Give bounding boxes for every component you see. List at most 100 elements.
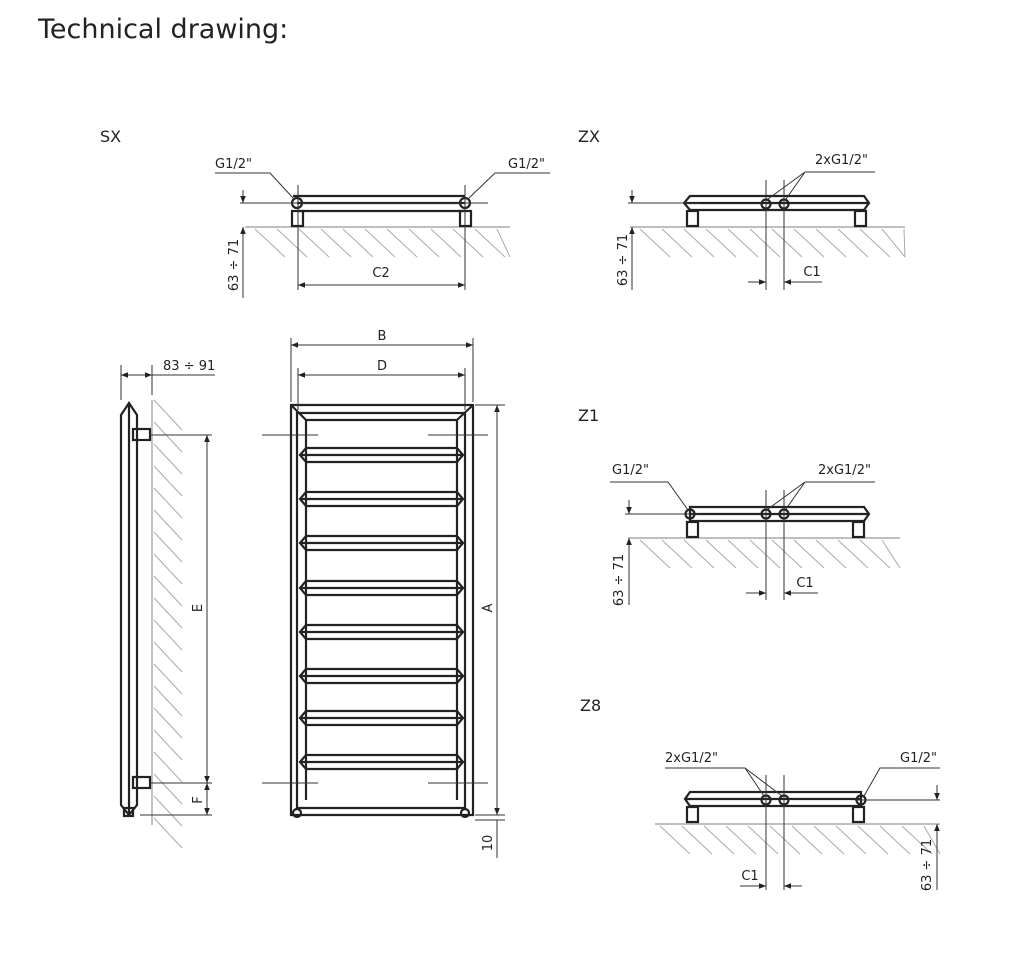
dim-height: 63 ÷ 71 bbox=[227, 239, 242, 291]
radiator-side bbox=[119, 401, 139, 817]
hatch-line bbox=[153, 487, 183, 519]
hatch-line bbox=[857, 825, 889, 855]
view-label-z1: Z1 bbox=[578, 406, 599, 425]
towel-bar bbox=[298, 623, 465, 641]
conn-right-label: G1/2" bbox=[900, 751, 937, 766]
conn-pair-label: 2xG1/2" bbox=[815, 153, 868, 168]
dim-d: D bbox=[377, 359, 387, 374]
hatch-line bbox=[364, 228, 396, 258]
hatch-line bbox=[747, 825, 779, 855]
hatch-line bbox=[837, 539, 869, 569]
hatch-line bbox=[153, 685, 183, 717]
hatch-line bbox=[153, 729, 183, 761]
hatch-line bbox=[452, 228, 484, 258]
hatch-line bbox=[153, 663, 183, 695]
hatch-line bbox=[683, 539, 715, 569]
hatch-line bbox=[705, 539, 737, 569]
hatch-line bbox=[153, 531, 183, 563]
hatch-line bbox=[254, 228, 286, 258]
view-zx: ZX C1 63 ÷ 71 2xG1/2" bbox=[578, 127, 905, 290]
hatch-line bbox=[901, 825, 933, 855]
radiator-rail bbox=[682, 194, 871, 212]
towel-bar bbox=[298, 534, 465, 552]
conn-pair-label: 2xG1/2" bbox=[818, 463, 871, 478]
hatch-line bbox=[153, 795, 183, 827]
view-label-zx: ZX bbox=[578, 127, 600, 146]
hatch-line bbox=[386, 228, 418, 258]
dim-height: 63 ÷ 71 bbox=[616, 234, 631, 286]
hatch-line bbox=[153, 707, 183, 739]
dim-bottom: 10 bbox=[481, 835, 496, 852]
hatch-line bbox=[725, 825, 757, 855]
dim-c1: C1 bbox=[796, 576, 813, 591]
dim-e: E bbox=[191, 604, 206, 612]
hatch-line bbox=[859, 539, 891, 569]
radiator-front bbox=[289, 403, 475, 819]
hatch-line bbox=[859, 228, 891, 258]
conn-left-label: G1/2" bbox=[612, 463, 649, 478]
hatch-line bbox=[661, 228, 693, 258]
hatch-line bbox=[769, 825, 801, 855]
hatch-line bbox=[153, 421, 183, 453]
hatch-line bbox=[153, 641, 183, 673]
view-z1: Z1 C1 63 ÷ 71 G1/2" 2xG1/2" bbox=[578, 406, 900, 606]
hatch-line bbox=[153, 575, 183, 607]
hatch-line bbox=[496, 228, 511, 258]
hatch-line bbox=[837, 228, 869, 258]
towel-bar bbox=[298, 667, 465, 685]
dim-c1: C1 bbox=[803, 265, 820, 280]
hatch-line bbox=[153, 465, 183, 497]
hatch-line bbox=[815, 228, 847, 258]
hatch-line bbox=[153, 773, 183, 805]
towel-bar bbox=[298, 490, 465, 508]
dim-c1: C1 bbox=[741, 869, 758, 884]
hatch-line bbox=[153, 751, 183, 783]
hatch-line bbox=[153, 399, 183, 431]
conn-left-label: G1/2" bbox=[215, 157, 252, 172]
hatch-line bbox=[727, 539, 759, 569]
hatch-line bbox=[298, 228, 330, 258]
page-title: Technical drawing: bbox=[38, 14, 289, 45]
hatch-line bbox=[661, 539, 693, 569]
towel-bar bbox=[298, 446, 465, 464]
radiator-rail bbox=[683, 790, 863, 808]
hatch-line bbox=[881, 228, 906, 258]
hatch-line bbox=[727, 228, 759, 258]
view-sx: SX C2 63 ÷ 71 G1/2" G1/2" bbox=[100, 127, 550, 298]
hatch-line bbox=[881, 539, 901, 569]
dim-height: 63 ÷ 71 bbox=[920, 839, 935, 891]
hatch-line bbox=[342, 228, 374, 258]
hatch-line bbox=[879, 825, 911, 855]
hatch-line bbox=[320, 228, 352, 258]
view-label-sx: SX bbox=[100, 127, 121, 146]
hatch-line bbox=[659, 825, 691, 855]
dim-depth: 83 ÷ 91 bbox=[163, 359, 215, 374]
hatch-line bbox=[153, 553, 183, 585]
dim-b: B bbox=[378, 329, 387, 344]
hatch-line bbox=[430, 228, 462, 258]
dim-f: F bbox=[191, 796, 206, 803]
hatch-line bbox=[771, 228, 803, 258]
hatch-line bbox=[153, 509, 183, 541]
view-z8: Z8 C1 63 ÷ 71 2xG1/2" G1/2" bbox=[580, 696, 940, 891]
hatch-line bbox=[903, 228, 906, 258]
dim-a: A bbox=[481, 603, 496, 612]
hatch-line bbox=[705, 228, 737, 258]
hatch-line bbox=[835, 825, 867, 855]
hatch-line bbox=[683, 228, 715, 258]
hatch-line bbox=[474, 228, 506, 258]
towel-bar bbox=[298, 753, 465, 771]
hatch-line bbox=[681, 825, 713, 855]
towel-bar bbox=[298, 579, 465, 597]
hatch-line bbox=[153, 817, 183, 849]
hatch-line bbox=[815, 539, 847, 569]
dim-height: 63 ÷ 71 bbox=[612, 554, 627, 606]
connection-stub bbox=[131, 427, 152, 442]
side-view: 83 ÷ 91 E F bbox=[119, 359, 215, 825]
hatch-line bbox=[771, 539, 803, 569]
hatch-line bbox=[639, 539, 671, 569]
hatch-line bbox=[639, 228, 671, 258]
hatch-line bbox=[153, 597, 183, 629]
conn-right-label: G1/2" bbox=[508, 157, 545, 172]
dim-c2: C2 bbox=[372, 266, 389, 281]
